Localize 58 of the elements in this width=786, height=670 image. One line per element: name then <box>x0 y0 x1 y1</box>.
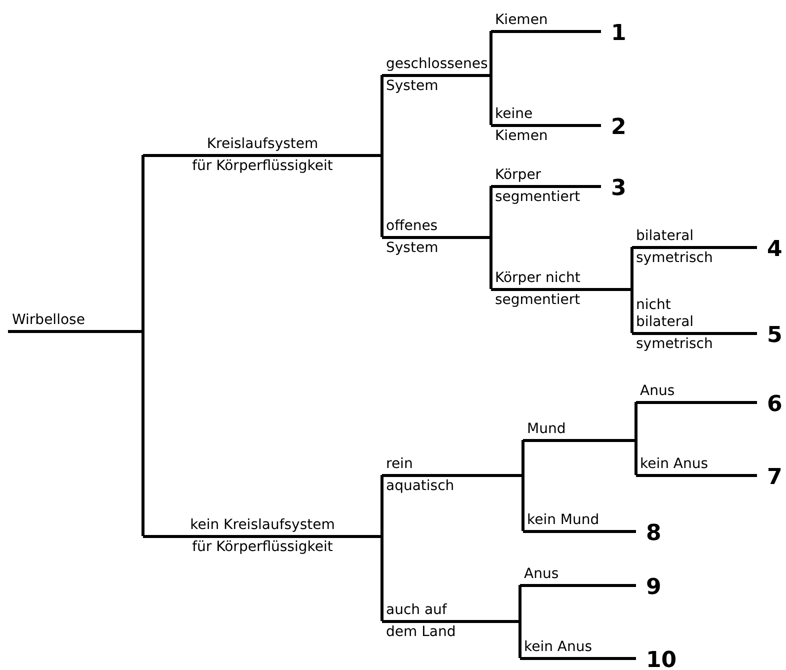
taxon-number: 9 <box>646 576 662 600</box>
branch-label: Anus <box>639 383 676 401</box>
branch-connector <box>380 74 384 155</box>
branch-connector <box>380 155 384 238</box>
branch-label: Mund <box>526 421 567 439</box>
branch-connector <box>522 438 524 475</box>
branch-label: segmentiert <box>494 188 582 206</box>
branch-connector <box>142 331 144 538</box>
branch-label: Anus <box>523 566 560 584</box>
branch-connector <box>380 536 384 622</box>
taxon-number: 5 <box>767 324 782 348</box>
branch-label: geschlossenes <box>385 56 489 74</box>
taxon-number: 2 <box>611 116 626 140</box>
branch-connector <box>490 184 492 237</box>
branch-label: aquatisch <box>385 477 456 495</box>
branch-connector <box>490 237 492 290</box>
taxon-number: 8 <box>646 522 662 546</box>
branch-label: nicht bilateral <box>635 297 695 332</box>
branch-label: System <box>385 239 440 257</box>
taxon-number: 6 <box>767 393 782 417</box>
branch-label: Körper <box>494 167 542 185</box>
branch-label: Wirbellose <box>11 312 86 330</box>
branch-label: Körper nicht <box>494 270 582 288</box>
branch-label: kein Anus <box>523 639 594 657</box>
branch-connector <box>518 621 522 660</box>
branch-label: keine <box>494 106 534 124</box>
branch-label: dem Land <box>385 623 457 641</box>
branch-connector <box>634 440 638 476</box>
branch-connector <box>630 246 634 289</box>
branch-label: System <box>385 77 440 95</box>
taxon-number: 4 <box>767 238 782 262</box>
branch-connector <box>490 30 492 75</box>
branch-label: kein Kreislaufsystem <box>189 517 336 535</box>
branch-connector <box>518 584 522 621</box>
branch-label: für Körperflüssigkeit <box>191 157 334 175</box>
branch-label: für Körperflüssigkeit <box>191 538 334 556</box>
branch-label: symetrisch <box>635 335 714 353</box>
branch-connector <box>634 400 638 440</box>
branch-label: segmentiert <box>494 291 582 309</box>
branch-connector <box>522 475 524 532</box>
branch-label: Kiemen <box>494 127 549 145</box>
branch-label: kein Anus <box>639 456 710 474</box>
taxon-number: 10 <box>646 649 677 670</box>
branch-connector <box>630 289 634 334</box>
branch-connector <box>380 474 384 536</box>
branch-label: rein <box>385 456 414 474</box>
branch-label: bilateral <box>635 228 695 246</box>
taxon-number: 7 <box>767 466 782 490</box>
branch-label: Kiemen <box>494 12 549 30</box>
branch-label: auch auf <box>385 602 448 620</box>
branch-connector <box>142 154 144 331</box>
branch-label: Kreislaufsystem <box>206 136 320 154</box>
branch-label: symetrisch <box>635 249 714 267</box>
branch-label: offenes <box>385 218 439 236</box>
branch-label: kein Mund <box>526 512 600 530</box>
taxon-number: 3 <box>611 177 626 201</box>
taxon-number: 1 <box>611 22 626 46</box>
branch-connector <box>490 75 492 126</box>
